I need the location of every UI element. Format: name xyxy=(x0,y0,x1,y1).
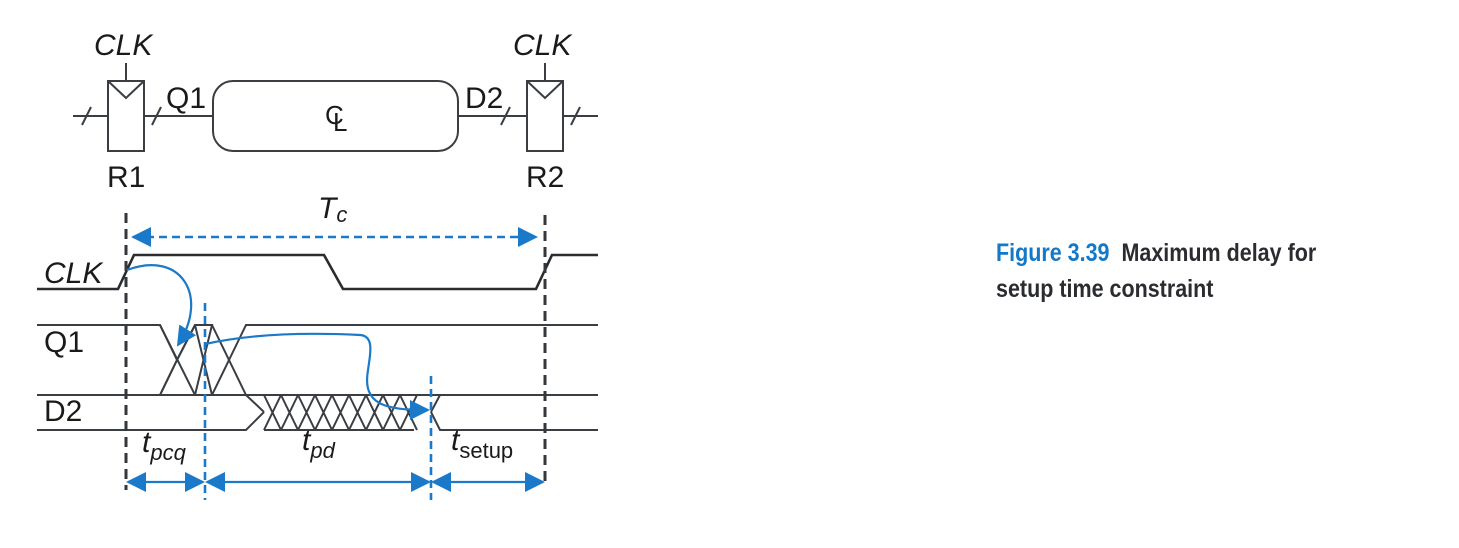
r2-box xyxy=(526,80,564,152)
cl-symbol-l: L xyxy=(333,107,347,137)
r1-clock-label: CLK xyxy=(94,29,154,62)
bus-slash-icon xyxy=(500,106,511,126)
caption-line-2: setup time constraint xyxy=(996,275,1214,303)
caption-title-part1: Maximum delay for xyxy=(1121,239,1317,267)
caption-line-1: Figure 3.39 Maximum delay for xyxy=(996,235,1316,271)
q1-waveform xyxy=(37,324,598,396)
register-r2: CLK R2 xyxy=(513,29,598,194)
register-r1: CLK R1 xyxy=(73,29,154,194)
row-label-clk: CLK xyxy=(44,257,104,290)
period-label: Tc xyxy=(318,192,347,227)
row-label-q1: Q1 xyxy=(44,326,84,359)
r1-box xyxy=(107,80,145,152)
clk-waveform xyxy=(37,253,598,291)
circuit-schematic: CLK R1 Q1 C L D2 CLK R2 xyxy=(73,29,598,194)
r2-clock-label: CLK xyxy=(513,29,573,62)
q1-to-d2-arrow xyxy=(204,332,430,420)
q1-wire-label: Q1 xyxy=(166,82,206,115)
row-label-d2: D2 xyxy=(44,395,82,428)
interval-label-tsetup: tsetup xyxy=(451,424,513,463)
interval-label-tpcq: tpcq xyxy=(142,426,187,465)
clock-edge-icon xyxy=(526,80,564,100)
bus-slash-icon xyxy=(570,106,581,126)
d2-old-value-edges xyxy=(37,394,265,431)
figure-caption: Figure 3.39 Maximum delay for setup time… xyxy=(996,235,1316,307)
d2-contamination-hatch xyxy=(263,394,418,431)
clk-to-q1-arrow xyxy=(126,264,197,347)
d2-waveform xyxy=(37,394,598,431)
d2-hatch-rails xyxy=(264,394,414,431)
clock-edge-icon xyxy=(107,80,145,100)
bus-slash-icon xyxy=(151,106,162,126)
r1-name: R1 xyxy=(107,161,145,194)
q1-transition-3 xyxy=(211,324,231,396)
timing-waveforms: Tc CLK Q1 D2 xyxy=(37,192,598,500)
interval-label-tpd: tpd xyxy=(302,424,336,463)
figure-number: Figure 3.39 xyxy=(996,239,1110,267)
r2-name: R2 xyxy=(526,161,564,194)
cl-symbol: C L xyxy=(325,100,347,137)
bus-slash-icon xyxy=(81,106,92,126)
cl-symbol-c: C xyxy=(325,100,344,130)
d2-wire-label: D2 xyxy=(465,82,503,115)
